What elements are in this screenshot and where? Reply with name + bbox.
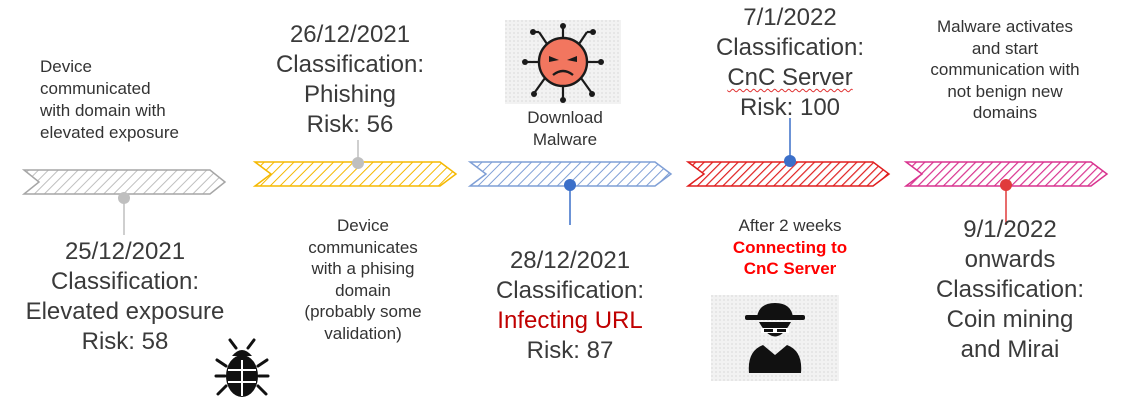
event-3-classification: 28/12/2021 Classification: Infecting URL… (495, 247, 645, 364)
arrow-segment-5 (903, 161, 1109, 187)
connector-dot-1 (118, 192, 130, 204)
event-3-description: Download Malware (527, 108, 603, 149)
arrow-segment-4 (685, 161, 891, 187)
event-2-classification: 26/12/2021 Classification: Phishing Risk… (275, 21, 425, 138)
virus-face-icon (505, 20, 621, 104)
event-5-classification: 9/1/2022 onwards Classification: Coin mi… (935, 216, 1085, 363)
bug-icon (214, 338, 270, 402)
event-4-classification: 7/1/2022 Classification: CnC Server Risk… (715, 4, 865, 121)
event-1-classification: 25/12/2021 Classification: Elevated expo… (25, 238, 225, 355)
event-4-note: After 2 weeks Connecting to CnC Server (732, 216, 848, 278)
connector-dot-3 (564, 179, 576, 191)
event-5-description: Malware activates and start communicatio… (930, 17, 1080, 122)
event-2-description: Device communicates with a phising domai… (304, 216, 422, 343)
arrow-segment-2 (252, 161, 458, 187)
connector-dot-2 (352, 157, 364, 169)
arrow-segment-1 (21, 169, 227, 195)
connector-dot-4 (784, 155, 796, 167)
event-1-description: Device communicated with domain with ele… (40, 57, 179, 142)
hacker-icon (711, 295, 839, 381)
arrow-segment-3 (467, 161, 673, 187)
connector-dot-5 (1000, 179, 1012, 191)
